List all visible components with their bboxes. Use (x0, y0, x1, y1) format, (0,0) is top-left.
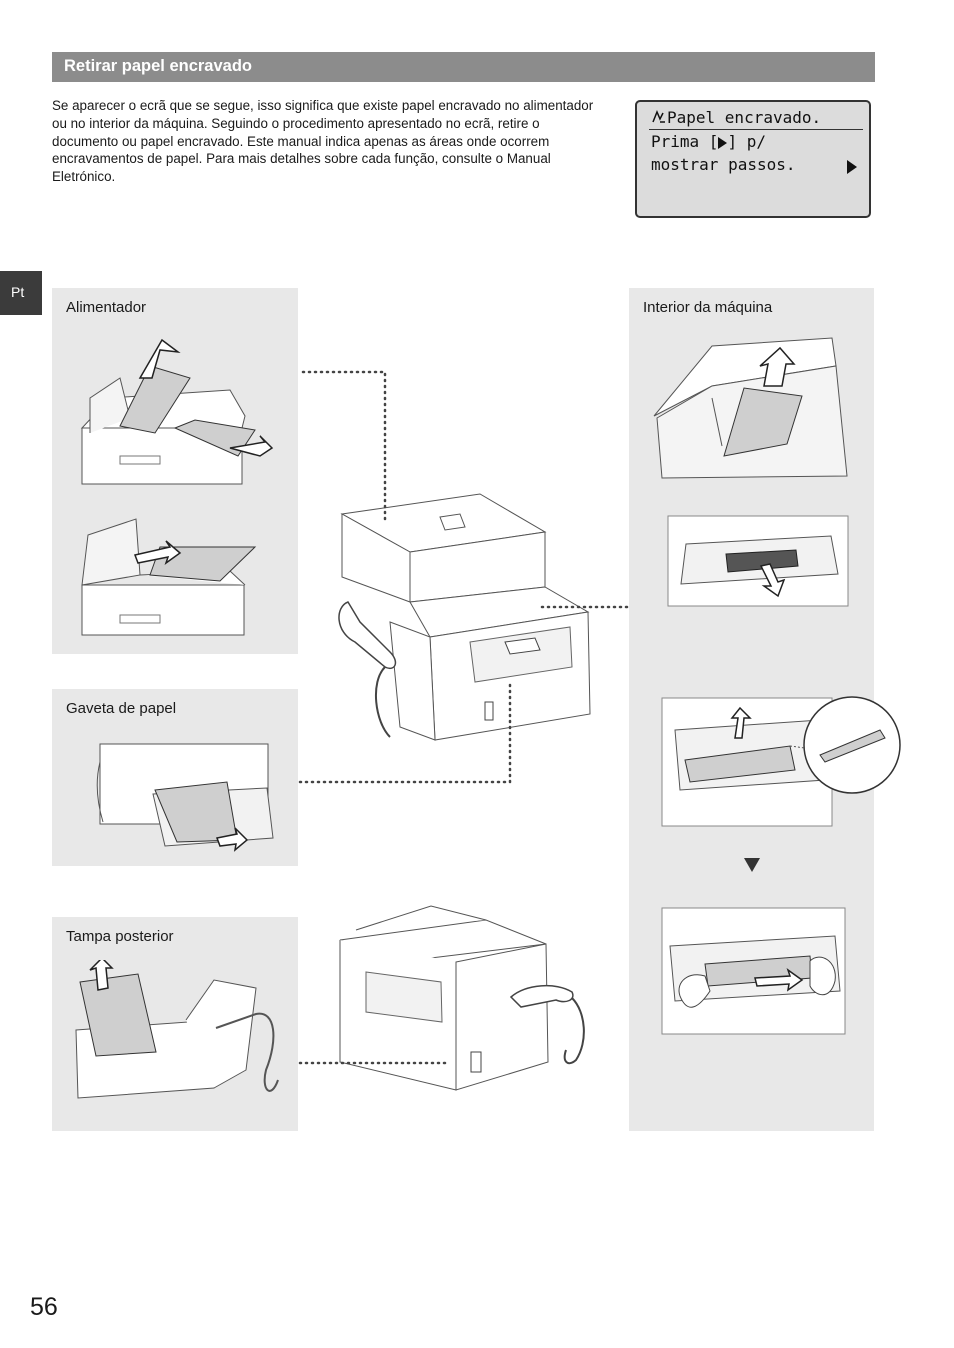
interior-jam-illustration-2 (667, 515, 849, 607)
intro-paragraph: Se aparecer o ecrã que se segue, isso si… (52, 98, 594, 185)
feeder-jam-illustration-1 (80, 338, 274, 485)
interior-label: Interior da máquina (643, 299, 773, 316)
lcd-divider (649, 129, 863, 130)
feeder-jam-illustration-2 (81, 518, 257, 636)
main-printer-illustration (338, 493, 591, 741)
step-arrow-icon (744, 858, 760, 872)
right-arrow-icon (718, 136, 728, 149)
rear-label: Tampa posterior (66, 928, 174, 945)
drawer-label: Gaveta de papel (66, 700, 177, 717)
feeder-label: Alimentador (66, 299, 147, 316)
interior-jam-illustration-4 (661, 907, 846, 1035)
next-arrow-icon (847, 160, 857, 174)
drawer-jam-illustration (96, 743, 274, 852)
back-printer-illustration (339, 905, 585, 1091)
lcd-line-2: Prima [] p/ (651, 132, 766, 151)
section-title: Retirar papel encravado (64, 57, 252, 75)
lcd-display: Papel encravado. Prima [] p/ mostrar pas… (635, 100, 871, 218)
page-number: 56 (30, 1293, 58, 1321)
paper-jam-icon (652, 110, 665, 123)
interior-jam-illustration-1 (653, 337, 848, 479)
interior-jam-illustration-3 (661, 696, 901, 827)
language-tab: Pt (0, 271, 42, 315)
lcd-line-3: mostrar passos. (651, 155, 796, 174)
lcd-line-1: Papel encravado. (651, 108, 821, 127)
section-header: Retirar papel encravado (52, 52, 875, 82)
rear-cover-jam-illustration (75, 960, 279, 1099)
